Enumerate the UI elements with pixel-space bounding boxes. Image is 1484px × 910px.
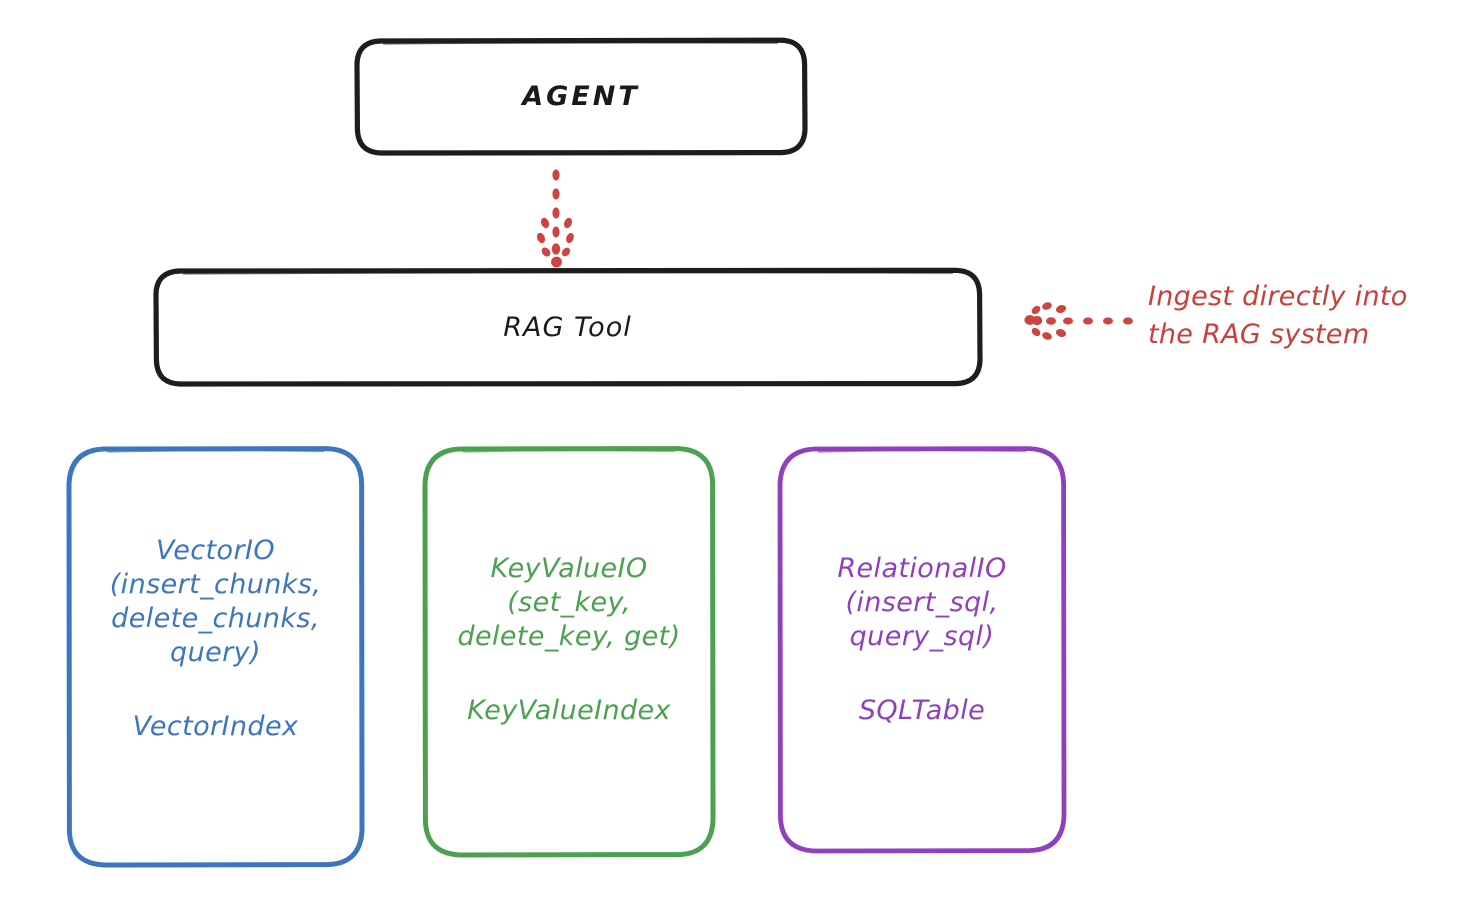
agent-to-rag-tool-arrow (536, 169, 574, 268)
key-value-io-title: KeyValueIO (set_key, delete_key, get) (457, 553, 681, 653)
relational-io-title: RelationalIO (insert_sql, query_sql) (837, 553, 1007, 653)
relational-io-index: SQLTable (858, 695, 986, 727)
vector-io-index: VectorIndex (132, 711, 299, 743)
ingest-annotation-text: Ingest directly into the RAG system (1148, 281, 1408, 351)
node-rag-tool[interactable]: RAG Tool (155, 270, 980, 384)
agent-label: AGENT (522, 81, 640, 112)
agent-box-outline (354, 37, 808, 156)
key-value-io-content: KeyValueIO (set_key, delete_key, get) Ke… (425, 448, 713, 728)
node-agent[interactable]: AGENT (357, 40, 805, 153)
ingest-annotation: Ingest directly into the RAG system (1148, 278, 1468, 355)
relational-io-content: RelationalIO (insert_sql, query_sql) SQL… (780, 448, 1064, 728)
vector-io-content: VectorIO (insert_chunks, delete_chunks, … (68, 448, 363, 744)
node-vector-io[interactable]: VectorIO (insert_chunks, delete_chunks, … (68, 448, 363, 866)
key-value-io-card-outline (422, 446, 716, 858)
ingest-to-rag-tool-arrow (1024, 302, 1133, 340)
rag-tool-label: RAG Tool (503, 311, 632, 343)
relational-io-card-outline (777, 446, 1067, 854)
vector-io-title: VectorIO (insert_chunks, delete_chunks, … (109, 535, 322, 669)
rag-tool-box-outline (153, 267, 983, 387)
node-relational-io[interactable]: RelationalIO (insert_sql, query_sql) SQL… (780, 448, 1064, 851)
node-key-value-io[interactable]: KeyValueIO (set_key, delete_key, get) Ke… (425, 448, 713, 856)
key-value-io-index: KeyValueIndex (467, 695, 671, 727)
vector-io-card-outline (66, 446, 365, 868)
